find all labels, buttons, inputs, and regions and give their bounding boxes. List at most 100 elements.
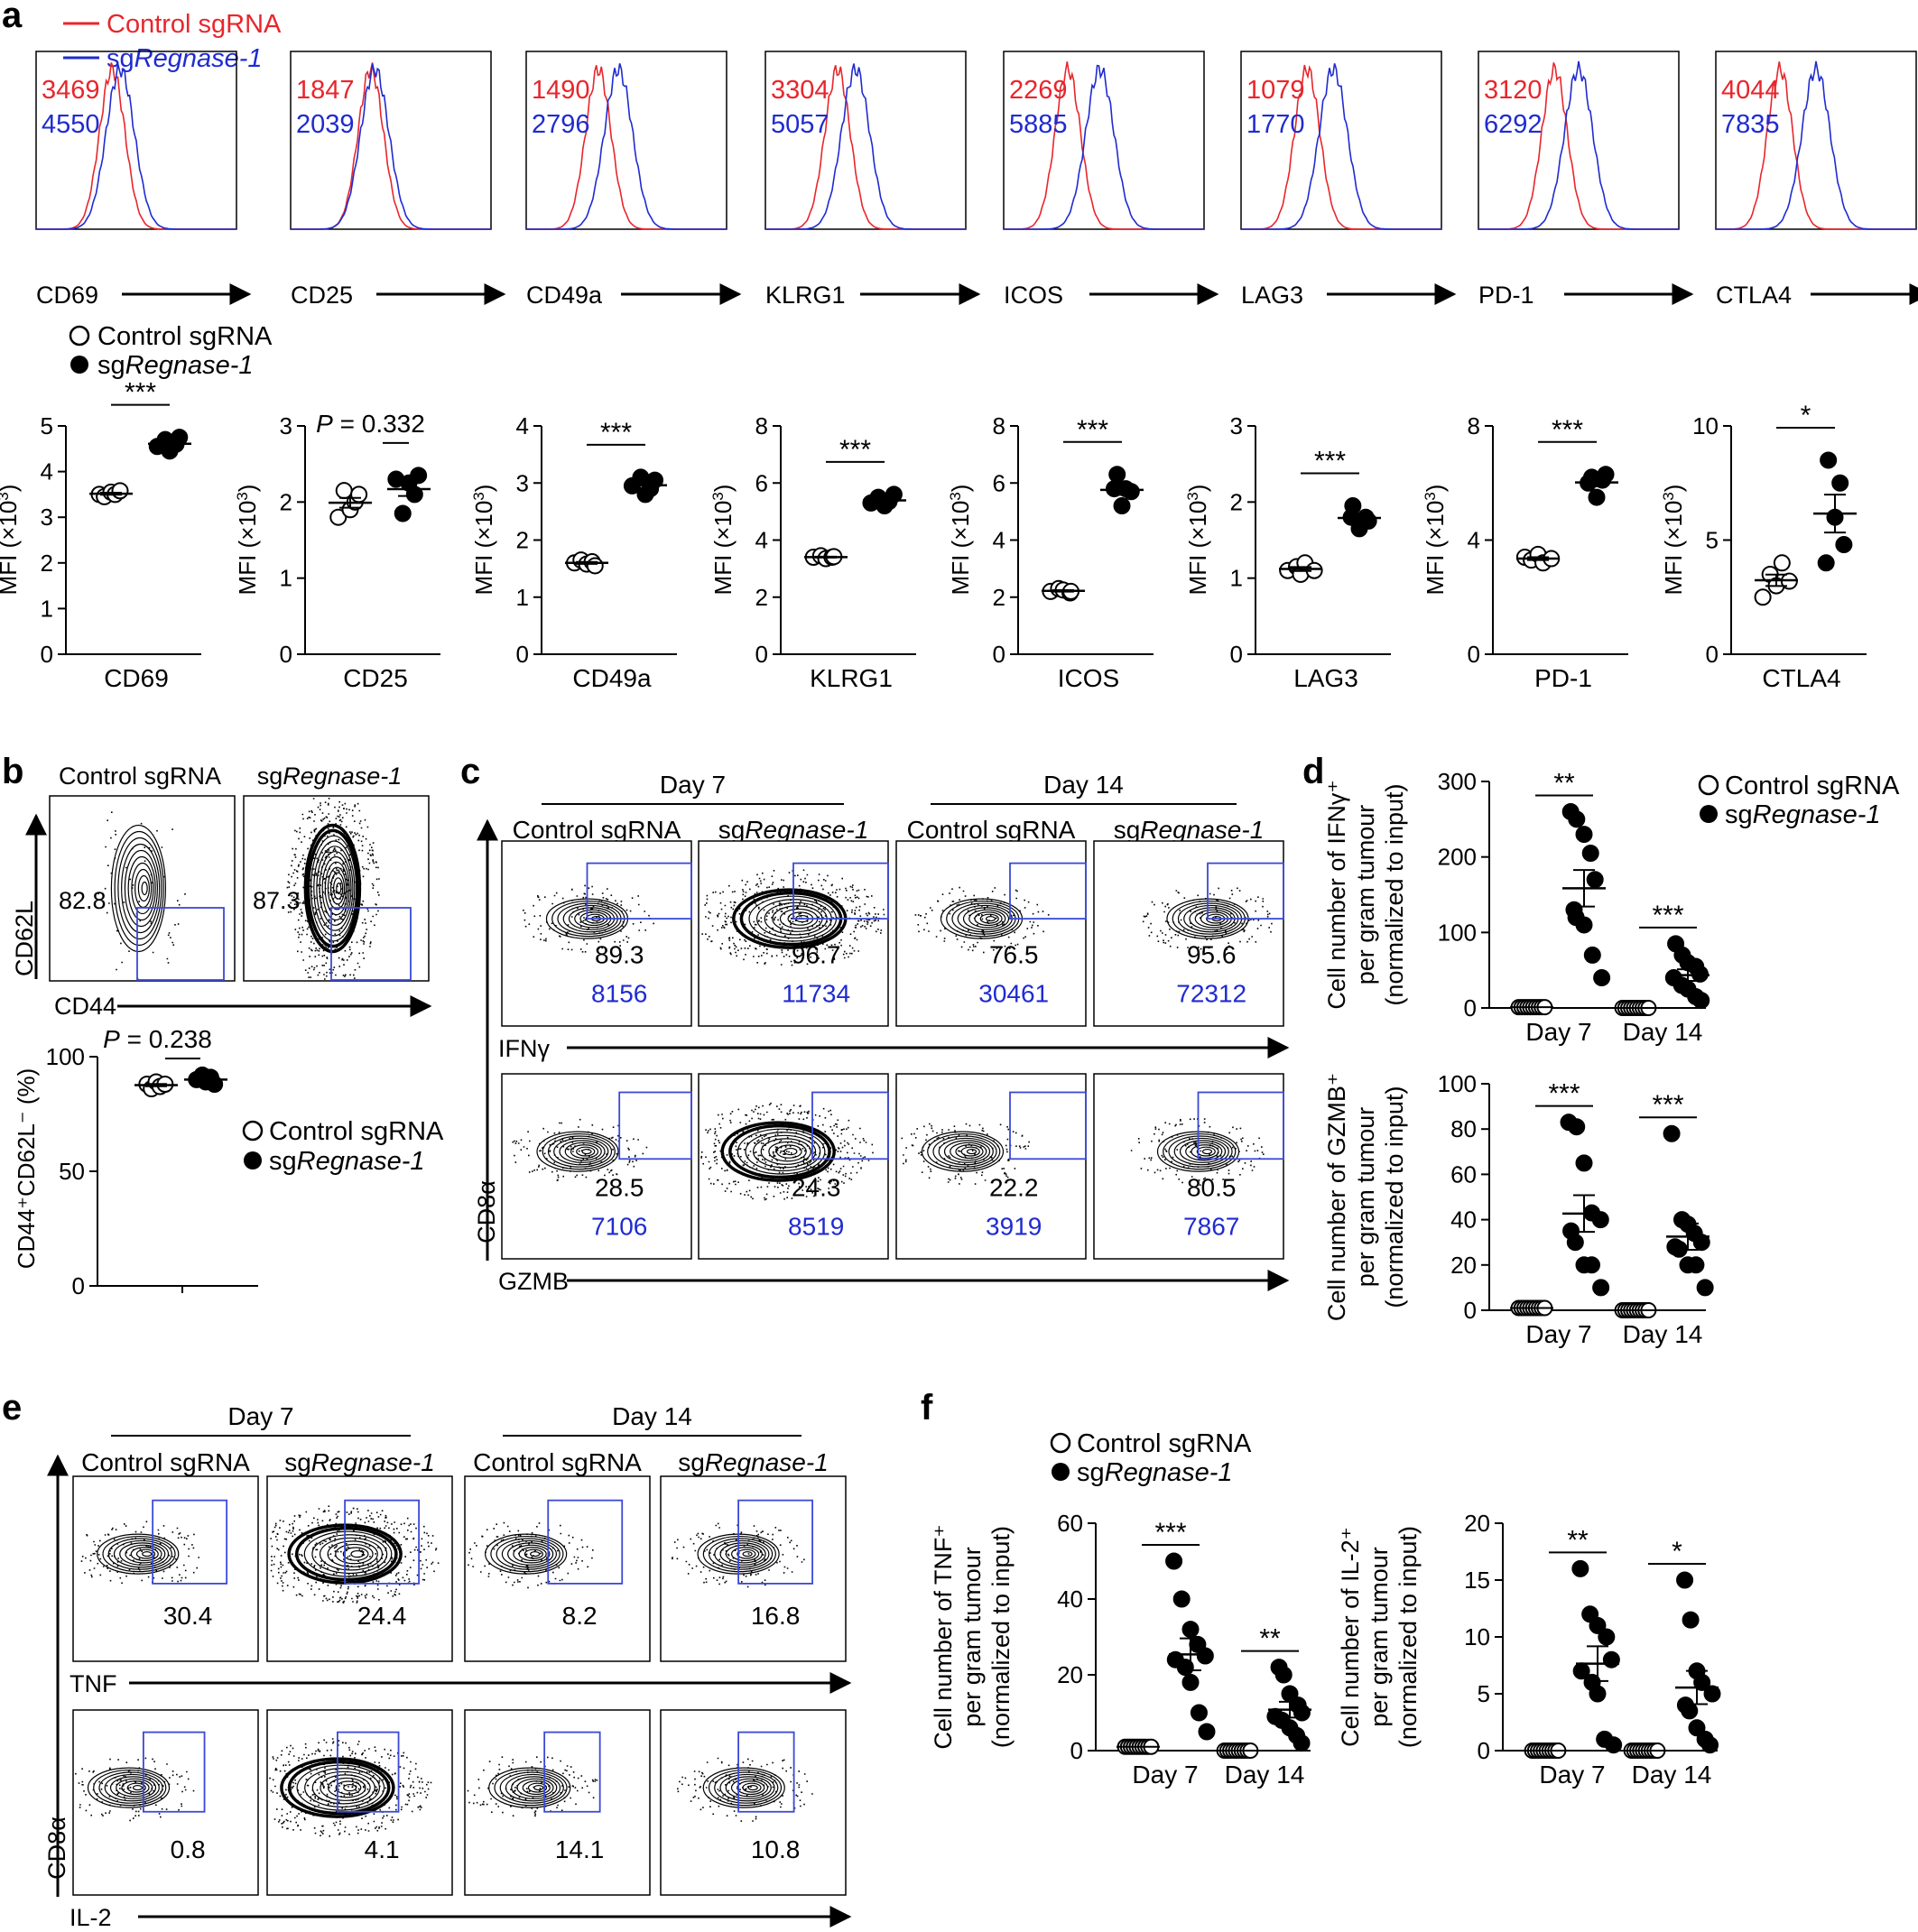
y-tick-label: 2	[993, 584, 1005, 611]
histogram-regnase-line	[36, 63, 236, 230]
y-tick-label: 0	[1230, 641, 1243, 668]
data-point-regnase	[1589, 1685, 1607, 1703]
gate-box	[737, 1499, 813, 1585]
data-point-regnase	[1663, 1124, 1681, 1142]
histogram-mfi-regnase: 5885	[1009, 110, 1068, 139]
gate-mfi: 30461	[978, 979, 1049, 1007]
y-tick-label: 10	[1464, 1623, 1490, 1650]
data-point-regnase	[1198, 1723, 1216, 1741]
panel-letter-d: d	[1302, 752, 1324, 791]
legend-lines-a: Control sgRNA sgRegnase-1	[63, 10, 282, 73]
y-tick-label: 2	[1230, 488, 1243, 515]
contour-line	[760, 1138, 811, 1165]
gate-box	[142, 1731, 206, 1813]
y-axis-label: MFI (×103)	[947, 485, 975, 596]
y-tick-label: 0	[1464, 994, 1477, 1021]
y-axis-label: CD8α	[473, 1180, 500, 1243]
legend-filled-dot	[70, 356, 88, 374]
contour-line	[342, 1547, 369, 1561]
contour-line	[747, 1785, 758, 1791]
contour-line	[316, 846, 354, 931]
gate-box	[1009, 862, 1087, 920]
contour-line	[296, 1764, 385, 1811]
contour-line	[966, 1149, 978, 1155]
contour-line	[974, 911, 1003, 927]
legend-open-dot	[242, 1120, 264, 1142]
gate-percent: 28.5	[595, 1173, 644, 1201]
legend-control-label: Control sgRNA	[97, 322, 273, 351]
y-axis-label-line: Cell number of TNF⁺	[930, 1524, 957, 1749]
x-category-label: LAG3	[1293, 664, 1358, 692]
histogram-mfi-control: 1847	[296, 76, 355, 105]
y-axis-label-line: per gram tumour	[1366, 1547, 1393, 1727]
data-point-control	[1754, 588, 1772, 606]
flow-plot-e-row1-0: 30.4	[72, 1475, 259, 1662]
contour-line	[107, 1538, 172, 1570]
data-point-regnase	[405, 485, 423, 504]
data-point-regnase	[1701, 1736, 1719, 1754]
flow-plot-e-row2-1: 4.1	[266, 1709, 453, 1896]
histogram-marker-label: CD25	[291, 282, 353, 309]
contour-line	[943, 1140, 991, 1163]
contour-line	[513, 1544, 551, 1564]
gate-mfi: 8156	[591, 979, 647, 1007]
gate-percent: 24.3	[792, 1173, 841, 1201]
contour-line	[1173, 1137, 1229, 1166]
histogram-mfi-control: 3469	[42, 76, 100, 105]
contour-line	[343, 1783, 357, 1792]
y-tick-label: 1	[1230, 565, 1243, 592]
data-point-regnase	[1692, 992, 1710, 1010]
data-point-regnase	[1181, 1673, 1200, 1691]
contour-line	[499, 1771, 564, 1804]
contour-line	[524, 1548, 544, 1559]
contour-line	[576, 1146, 596, 1157]
x-axis-label: IL-2	[69, 1904, 112, 1931]
histogram-mfi-regnase: 6292	[1484, 110, 1543, 139]
histogram-mfi-regnase: 1770	[1246, 110, 1305, 139]
column-header-regnase: sgRegnase-1	[257, 763, 403, 790]
y-axis-label-line: Cell number of GZMB⁺	[1323, 1073, 1350, 1321]
y-tick-label: 100	[1438, 919, 1477, 946]
histogram-regnase-line	[291, 63, 491, 230]
contour-line	[324, 861, 348, 916]
y-axis-label-line: per gram tumour	[1352, 805, 1379, 985]
day-header: Day 14	[1043, 771, 1124, 799]
gate-percent: 8.2	[562, 1602, 598, 1630]
y-tick-label: 60	[1450, 1160, 1477, 1188]
y-tick-label: 4	[41, 458, 53, 485]
y-tick-label: 6	[755, 469, 768, 496]
histogram-frame	[525, 51, 727, 230]
significance-label: ***	[1552, 415, 1583, 445]
significance-label: ***	[1652, 901, 1683, 930]
contour-line	[113, 1539, 170, 1568]
data-point-regnase	[1344, 497, 1362, 515]
y-tick-label: 1	[516, 584, 529, 611]
data-point-regnase	[1688, 1719, 1706, 1737]
histogram-mfi-regnase: 2039	[296, 110, 355, 139]
y-tick-label: 2	[516, 527, 529, 554]
flow-events	[701, 869, 885, 966]
contour-line	[488, 1767, 571, 1808]
day-header: Day 14	[612, 1402, 692, 1430]
contour-line	[294, 1526, 398, 1582]
x-axis-label: TNF	[69, 1670, 116, 1697]
contour-line	[287, 1760, 391, 1816]
data-point-regnase	[1681, 1702, 1699, 1720]
contour-line	[783, 1147, 798, 1156]
contour-line	[730, 1547, 760, 1562]
y-tick-label: 5	[1478, 1680, 1490, 1707]
contour-line	[119, 1542, 166, 1566]
contour-line	[335, 1543, 374, 1565]
y-tick-label: 40	[1057, 1585, 1083, 1613]
histogram-frame	[1478, 51, 1680, 230]
contour-line	[1168, 1135, 1233, 1168]
legend-control-label: Control sgRNA	[1725, 772, 1900, 800]
data-point-regnase	[1676, 1571, 1694, 1589]
legend-control-label: Control sgRNA	[269, 1117, 444, 1146]
day-header: Day 7	[660, 771, 726, 799]
y-tick-label: 40	[1450, 1206, 1477, 1234]
